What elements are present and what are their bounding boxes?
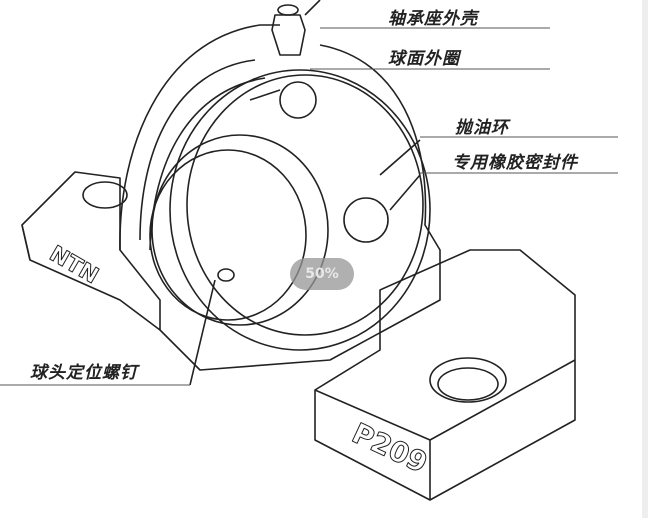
label-outer-ring: 球面外圈 xyxy=(388,49,460,69)
label-set-screw: 球头定位螺钉 xyxy=(30,363,138,383)
label-flinger: 抛油环 xyxy=(455,118,509,138)
zoom-level-badge: 50% xyxy=(290,258,354,290)
bolt-hole-right xyxy=(429,357,507,403)
housing-base-right xyxy=(314,249,576,501)
outer-ring xyxy=(186,74,424,336)
inner-ring xyxy=(151,134,329,326)
label-housing: 轴承座外壳 xyxy=(388,9,478,29)
ball xyxy=(279,81,317,119)
housing-body xyxy=(119,24,441,371)
bolt-hole-left xyxy=(82,181,128,209)
housing-marking: NTN xyxy=(45,242,102,290)
viewer-edge xyxy=(642,0,648,518)
housing-base-left xyxy=(21,171,161,331)
set-screw xyxy=(217,268,235,282)
model-marking: P209 xyxy=(347,416,433,479)
label-seal: 专用橡胶密封件 xyxy=(452,153,578,173)
grease-nipple xyxy=(271,14,306,56)
